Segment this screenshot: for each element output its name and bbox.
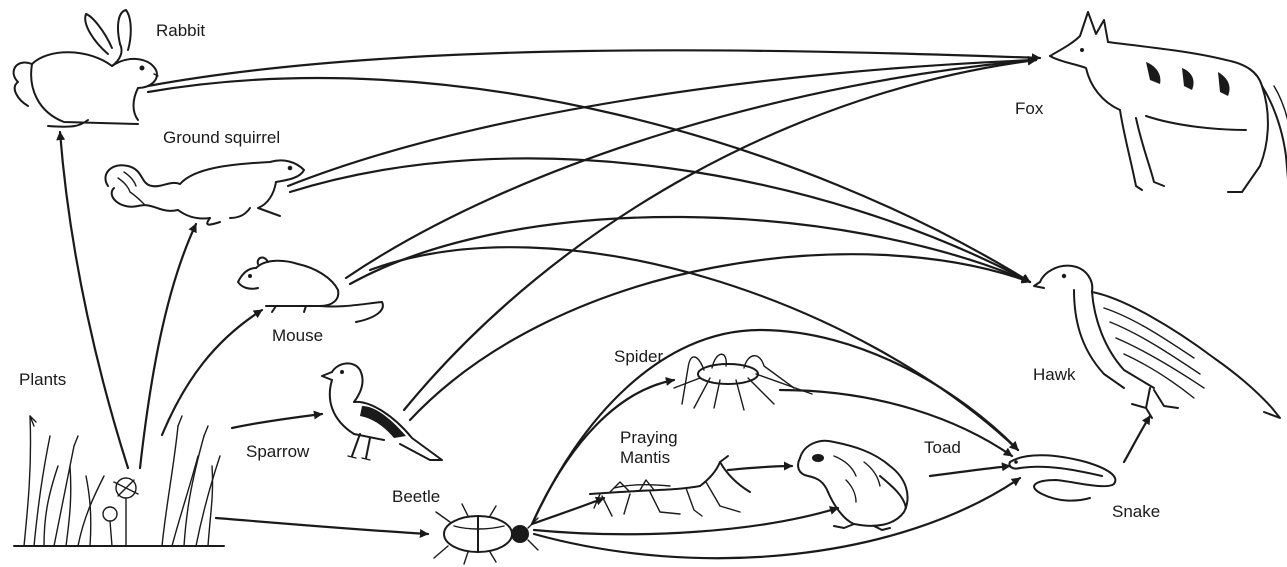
label-beetle: Beetle [392, 487, 440, 507]
arrow-sparrow-to-hawk [410, 254, 1030, 420]
arrows [60, 50, 1150, 558]
label-snake: Snake [1112, 502, 1160, 522]
beetle-illustration [434, 504, 538, 564]
arrow-plants-to-ground-squirrel [140, 224, 196, 468]
arrow-sparrow-to-fox [404, 60, 1036, 410]
label-spider: Spider [614, 347, 663, 367]
label-ground-squirrel: Ground squirrel [163, 128, 280, 148]
arrow-toad-to-snake [930, 466, 1010, 476]
arrow-mouse-to-snake [370, 247, 1018, 450]
label-hawk: Hawk [1033, 365, 1076, 385]
arrow-beetle-to-snake [534, 478, 1020, 558]
arrow-beetle-to-hawk [534, 330, 1018, 520]
sparrow-illustration [322, 363, 442, 460]
label-rabbit: Rabbit [156, 21, 205, 41]
arrow-plants-to-sparrow [232, 414, 322, 428]
arrow-plants-to-mouse [162, 310, 262, 435]
snake-illustration [1009, 455, 1115, 500]
fox-illustration [1050, 12, 1287, 202]
spider-illustration [674, 354, 812, 410]
label-fox: Fox [1015, 99, 1043, 119]
label-toad: Toad [924, 438, 961, 458]
rabbit-illustration [14, 10, 158, 127]
arrow-plants-to-rabbit [60, 132, 128, 468]
arrow-snake-to-hawk [1124, 416, 1150, 462]
label-praying-mantis-line2: Mantis [620, 448, 678, 468]
label-praying-mantis: Praying Mantis [620, 428, 678, 468]
label-mouse: Mouse [272, 326, 323, 346]
hawk-illustration [1034, 266, 1280, 418]
arrow-plants-to-beetle [216, 518, 428, 534]
arrow-praying-mantis-to-toad [728, 466, 792, 470]
label-sparrow: Sparrow [246, 442, 309, 462]
toad-illustration [798, 441, 907, 530]
ground-squirrel-illustration [105, 160, 304, 224]
arrow-spider-to-snake [780, 390, 1012, 456]
arrow-beetle-to-toad [534, 508, 838, 534]
label-plants: Plants [19, 370, 66, 390]
label-praying-mantis-line1: Praying [620, 428, 678, 448]
